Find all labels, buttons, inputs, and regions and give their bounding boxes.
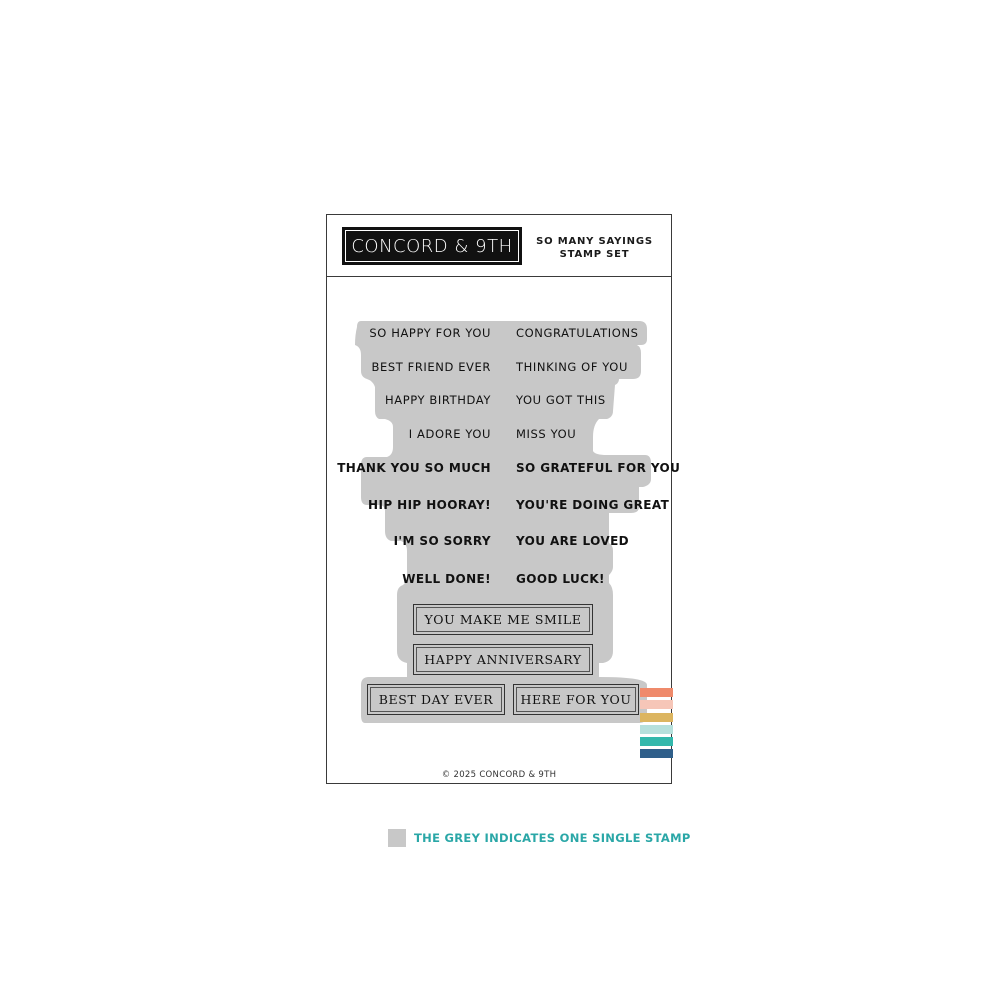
legend: THE GREY INDICATES ONE SINGLE STAMP — [388, 829, 691, 847]
saying-right: CONGRATULATIONS — [516, 326, 639, 340]
saying-left: THANK YOU SO MUCH — [337, 461, 491, 475]
boxed-saying-smile-text: YOU MAKE ME SMILE — [424, 612, 582, 627]
saying-right: YOU'RE DOING GREAT — [516, 498, 670, 512]
boxed-saying-best-day: BEST DAY EVER — [367, 684, 505, 715]
brand-logo-text: CONCORD & 9TH — [345, 230, 519, 262]
brand-logo: CONCORD & 9TH — [342, 227, 522, 265]
card-header: CONCORD & 9TH SO MANY SAYINGS STAMP SET — [327, 215, 671, 277]
stamp-set-card: CONCORD & 9TH SO MANY SAYINGS STAMP SET … — [326, 214, 680, 784]
color-stripes — [640, 688, 673, 762]
copyright-text: © 2025 CONCORD & 9TH — [441, 770, 557, 780]
saying-left: BEST FRIEND EVER — [371, 360, 491, 374]
product-title: SO MANY SAYINGS STAMP SET — [532, 235, 657, 261]
saying-left: HIP HIP HOORAY! — [368, 498, 491, 512]
boxed-saying-anniversary: HAPPY ANNIVERSARY — [413, 644, 593, 675]
saying-left: HAPPY BIRTHDAY — [385, 393, 491, 407]
color-stripe — [640, 712, 673, 722]
boxed-saying-best-day-text: BEST DAY EVER — [378, 692, 494, 707]
saying-right: GOOD LUCK! — [516, 572, 605, 586]
saying-left: I'M SO SORRY — [393, 534, 491, 548]
boxed-saying-smile: YOU MAKE ME SMILE — [413, 604, 593, 635]
saying-right: YOU ARE LOVED — [516, 534, 630, 548]
boxed-saying-here-for-you-text: HERE FOR YOU — [520, 692, 632, 707]
grey-stamp-silhouette — [355, 321, 651, 723]
color-stripe — [640, 724, 673, 734]
product-title-line2: STAMP SET — [559, 249, 630, 260]
boxed-saying-anniversary-text: HAPPY ANNIVERSARY — [424, 652, 582, 667]
color-stripe — [640, 737, 673, 747]
saying-right: THINKING OF YOU — [516, 360, 628, 374]
saying-left: WELL DONE! — [402, 572, 491, 586]
saying-left: I ADORE YOU — [408, 427, 491, 441]
grey-swatch-icon — [388, 829, 406, 847]
saying-right: MISS YOU — [516, 427, 577, 441]
color-stripe — [640, 700, 673, 710]
color-stripe — [640, 688, 673, 697]
color-stripe — [640, 749, 673, 759]
saying-right: SO GRATEFUL FOR YOU — [516, 461, 681, 475]
saying-right: YOU GOT THIS — [516, 393, 606, 407]
boxed-saying-here-for-you: HERE FOR YOU — [513, 684, 639, 715]
saying-left: SO HAPPY FOR YOU — [369, 326, 491, 340]
product-title-line1: SO MANY SAYINGS — [536, 236, 653, 247]
legend-text: THE GREY INDICATES ONE SINGLE STAMP — [414, 831, 691, 845]
